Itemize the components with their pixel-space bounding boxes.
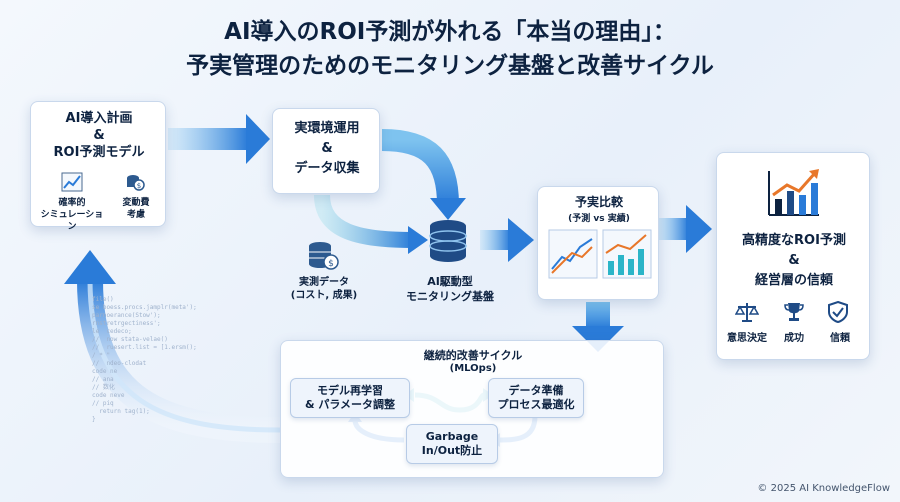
monitor-label: AI駆動型 モニタリング基盤 (390, 274, 510, 304)
garbage-prevention-step: Garbage In/Out防止 (406, 424, 498, 464)
garbage-step-line1: Garbage (425, 430, 479, 443)
page-title-line1: AI導入のROI予測が外れる「本当の理由」： (224, 19, 676, 45)
ops-title-line3: データ収集 (294, 161, 360, 176)
arrow-feedback-loop (64, 250, 281, 443)
result-label-decision: 意思決定 (727, 333, 767, 344)
code-line: / * " (92, 352, 111, 359)
trend-chart-icon (61, 172, 83, 192)
plan-icon1-label-1: 確率的 (58, 198, 86, 208)
result-title: 高精度なROI予測 & 経営層の信頼 (717, 231, 871, 291)
measured-label-line1: 実測データ (299, 277, 349, 288)
coin-database-icon: $ (309, 242, 339, 270)
result-panel: 高精度なROI予測 & 経営層の信頼 意思決定 成功 信頼 (716, 152, 870, 360)
arrow-compare-to-result (658, 205, 712, 253)
compare-subtitle: (予測 vs 実績) (568, 214, 630, 224)
bar-chart-icon (602, 229, 652, 279)
database-icon (429, 220, 467, 262)
code-line: rnstretrgectiness'; (92, 320, 161, 327)
code-line: // now stata-velae() (92, 336, 168, 343)
arrow-monitor-to-compare (480, 218, 534, 262)
plan-panel: AI導入計画 & ROI予測モデル $ 確率的 シミュレーション 変動費 考慮 (30, 101, 167, 232)
ops-title-line1: 実環境運用 (294, 121, 360, 136)
code-line: le cedeco; (92, 328, 132, 335)
plan-icon1-label-2: シミュレーション (40, 210, 104, 232)
growth-chart-icon (768, 169, 819, 216)
data-prep-step: データ準備 プロセス最適化 (488, 378, 584, 418)
monitor-label-line1: AI駆動型 (427, 275, 473, 288)
result-title-line1: 高精度なROI予測 (742, 233, 846, 248)
ops-panel: 実環境運用 & データ収集 (272, 108, 380, 194)
plan-title-line2: & (93, 128, 105, 143)
result-label-trust: 信頼 (830, 333, 850, 344)
data-prep-step-line2: プロセス最適化 (497, 398, 575, 411)
code-line: // ruesert.list = [1.ersm(); (92, 344, 197, 351)
plan-icon2-label-1: 変動費 (122, 198, 150, 208)
plan-title: AI導入計画 & ROI予測モデル (31, 110, 167, 161)
code-line: code neve (92, 392, 125, 399)
plan-icon2-label-2: 考慮 (126, 210, 145, 220)
code-line: // ana (92, 376, 114, 383)
shield-icon (828, 301, 848, 323)
arrow-compare-to-cycle (572, 302, 624, 352)
compare-panel: 予実比較 (予測 vs 実績) (537, 186, 659, 300)
code-background: file()se boess.procs.jamplr(meta');parno… (92, 296, 197, 424)
measured-label-line2: (コスト, 成果) (290, 290, 358, 301)
plan-title-line1: AI導入計画 (65, 111, 133, 126)
arrow-data-to-monitor (314, 194, 428, 254)
page-title-line2: 予実管理のためのモニタリング基盤と改善サイクル (186, 53, 714, 79)
measured-label: 実測データ (コスト, 成果) (284, 276, 364, 302)
code-line: // ndeo-clodat (92, 360, 147, 367)
plan-icon2-label: 変動費 考慮 (111, 197, 161, 221)
svg-text:$: $ (328, 259, 334, 269)
retrain-step: モデル再学習 & パラメータ調整 (290, 378, 410, 418)
monitor-label-line2: モニタリング基盤 (406, 290, 494, 303)
ops-title: 実環境運用 & データ収集 (273, 119, 381, 179)
cycle-subtitle: (MLOps) (449, 363, 497, 374)
copyright: © 2025 AI KnowledgeFlow (757, 483, 890, 494)
coin-stack-icon: $ (127, 175, 145, 191)
data-prep-step-line1: データ準備 (508, 384, 564, 397)
code-line: file() (92, 296, 114, 303)
code-line: } (92, 416, 96, 423)
balance-scale-icon (735, 303, 759, 322)
code-line: // piq (92, 400, 114, 407)
trophy-icon (784, 303, 804, 321)
plan-icon1-label: 確率的 シミュレーション (37, 197, 107, 233)
result-title-line2: & (788, 253, 800, 268)
code-line: // 数化 (92, 384, 115, 391)
result-title-line3: 経営層の信頼 (754, 273, 833, 288)
compare-title: 予実比較 (574, 195, 623, 209)
result-label-success: 成功 (784, 333, 804, 344)
plan-title-line3: ROI予測モデル (53, 145, 145, 160)
ops-title-line2: & (321, 141, 333, 156)
code-line: return tag(1); (92, 408, 150, 415)
retrain-step-line1: モデル再学習 (317, 384, 383, 397)
garbage-step-line2: In/Out防止 (421, 444, 483, 457)
svg-text:$: $ (137, 182, 141, 190)
cycle-title: 継続的改善サイクル (423, 349, 523, 362)
arrow-plan-to-ops (168, 114, 270, 164)
code-line: parnoerance(Stow'); (92, 312, 161, 319)
retrain-step-line2: & パラメータ調整 (304, 398, 396, 411)
line-chart-icon (548, 229, 598, 279)
arrow-ops-to-monitor (381, 129, 466, 220)
code-line: code ne (92, 368, 118, 375)
code-line: se boess.procs.jamplr(meta'); (92, 304, 197, 311)
